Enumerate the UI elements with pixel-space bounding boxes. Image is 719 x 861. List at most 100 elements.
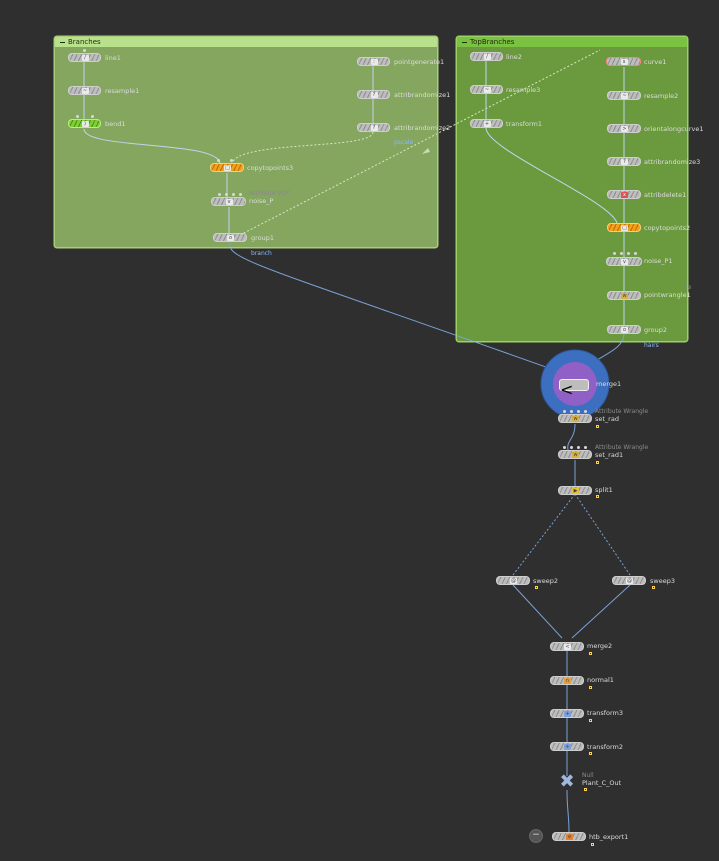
null-icon: ✖: [559, 771, 575, 792]
delete-icon: x: [621, 191, 628, 198]
node-transform1[interactable]: +: [470, 119, 503, 128]
display-flag-icon[interactable]: [596, 461, 599, 464]
node-resample1[interactable]: ~: [68, 86, 101, 95]
display-flag-icon[interactable]: [584, 788, 587, 791]
node-bend1[interactable]: ): [68, 119, 101, 128]
node-attribrandomize3[interactable]: ?: [607, 157, 641, 166]
netbox-branches-header[interactable]: Branches: [55, 37, 437, 47]
collapse-icon[interactable]: [60, 41, 65, 43]
merge-icon: <: [560, 380, 574, 399]
node-copytopoints3[interactable]: □: [210, 163, 244, 172]
node-label-noise_P1: noise_P1: [644, 257, 673, 265]
vop-icon: v: [621, 258, 628, 265]
node-sweep3[interactable]: @: [612, 576, 646, 585]
input-port[interactable]: [634, 252, 637, 255]
node-set_rad1[interactable]: w: [558, 450, 592, 459]
collapse-icon[interactable]: [462, 41, 467, 43]
input-port[interactable]: [217, 159, 220, 162]
input-port[interactable]: [620, 252, 623, 255]
input-port[interactable]: [218, 193, 221, 196]
display-flag-icon[interactable]: [589, 719, 592, 722]
node-label-noise_P: noise_P: [249, 197, 274, 205]
display-flag-icon[interactable]: [591, 843, 594, 846]
node-line1[interactable]: /: [68, 53, 101, 62]
node-label-pointgenerate1: pointgenerate1: [394, 58, 445, 66]
node-Plant_C_Out[interactable]: ✖: [556, 771, 578, 792]
node-normal1[interactable]: n: [550, 676, 584, 685]
input-port[interactable]: [230, 159, 233, 162]
netbox-topbranches-header[interactable]: TopBranches: [457, 37, 687, 47]
node-attribdelete1[interactable]: x: [607, 190, 641, 199]
vop-icon: v: [225, 198, 233, 205]
node-split1[interactable]: ▶: [558, 486, 592, 495]
display-flag-icon[interactable]: [535, 586, 538, 589]
node-tag-hairs: hairs: [644, 342, 659, 349]
node-set_rad[interactable]: w: [558, 414, 592, 423]
node-label-merge2: merge2: [587, 642, 613, 650]
node-line2[interactable]: /: [470, 52, 503, 61]
netbox-topbranches-title: TopBranches: [470, 38, 515, 46]
node-transform2[interactable]: +: [550, 742, 584, 751]
node-label-copytopoints3: copytopoints3: [247, 164, 294, 172]
input-port[interactable]: [570, 446, 573, 449]
input-port[interactable]: [563, 446, 566, 449]
node-group2[interactable]: o: [607, 325, 641, 334]
display-flag-icon[interactable]: [589, 686, 592, 689]
node-transform3[interactable]: +: [550, 709, 584, 718]
node-noise_P[interactable]: v: [211, 197, 246, 206]
node-attribrandomize1[interactable]: ?: [357, 90, 390, 99]
input-port[interactable]: [584, 446, 587, 449]
display-flag-icon[interactable]: [589, 752, 592, 755]
node-label-bend1: bend1: [105, 120, 126, 128]
display-flag-icon[interactable]: [589, 652, 592, 655]
node-sublabel-Plant_C_Out: Null: [582, 772, 594, 779]
netbox-topbranches[interactable]: TopBranches: [456, 36, 688, 342]
node-resample2[interactable]: ~: [607, 91, 641, 100]
node-label-normal1: normal1: [587, 676, 614, 684]
node-resample3[interactable]: ~: [470, 85, 503, 94]
node-merge2[interactable]: <: [550, 642, 584, 651]
input-port[interactable]: [577, 446, 580, 449]
input-port[interactable]: [563, 410, 566, 413]
input-port[interactable]: [584, 410, 587, 413]
node-curve1[interactable]: s: [606, 57, 641, 66]
node-sublabel-noise_P: Attribute VOP: [249, 190, 290, 197]
input-port[interactable]: [91, 115, 94, 118]
node-sublabel-set_rad1: Attribute Wrangle: [595, 444, 649, 451]
node-label-transform1: transform1: [506, 120, 543, 128]
node-attribrandomize2[interactable]: ?: [357, 123, 390, 132]
node-label-sweep2: sweep2: [533, 577, 558, 585]
netbox-branches[interactable]: Branches: [54, 36, 438, 248]
group-icon: o: [227, 234, 234, 241]
node-group1[interactable]: o: [213, 233, 247, 242]
node-noise_P1[interactable]: v: [606, 257, 642, 266]
node-copytopoints2[interactable]: □: [607, 223, 641, 232]
display-flag-icon[interactable]: [596, 495, 599, 498]
node-pointwrangle1[interactable]: w: [607, 291, 641, 300]
input-port[interactable]: [239, 193, 242, 196]
points-icon: :: [370, 58, 378, 65]
node-label-Plant_C_Out: Plant_C_Out: [582, 779, 622, 787]
node-pointgenerate1[interactable]: :: [357, 57, 390, 66]
group-icon: o: [621, 326, 628, 333]
display-flag-icon[interactable]: [596, 425, 599, 428]
input-port[interactable]: [577, 410, 580, 413]
input-port[interactable]: [627, 252, 630, 255]
node-label-orientalongcurve1: orientalongcurve1: [644, 125, 704, 133]
minus-icon[interactable]: −: [529, 829, 543, 843]
node-label-attribrandomize1: attribrandomize1: [394, 91, 451, 99]
input-port[interactable]: [76, 115, 79, 118]
wrangle-icon: w: [621, 292, 628, 299]
input-port[interactable]: [83, 49, 86, 52]
node-merge1[interactable]: <: [559, 379, 589, 399]
node-orientalongcurve1[interactable]: >: [607, 124, 641, 133]
input-port[interactable]: [613, 252, 616, 255]
input-port[interactable]: [232, 193, 235, 196]
line-icon: /: [81, 54, 89, 61]
normal-icon: n: [564, 677, 571, 684]
display-flag-icon[interactable]: [652, 586, 655, 589]
node-sweep2[interactable]: @: [496, 576, 530, 585]
input-port[interactable]: [225, 193, 228, 196]
node-htb_export1[interactable]: e: [552, 832, 586, 841]
input-port[interactable]: [570, 410, 573, 413]
